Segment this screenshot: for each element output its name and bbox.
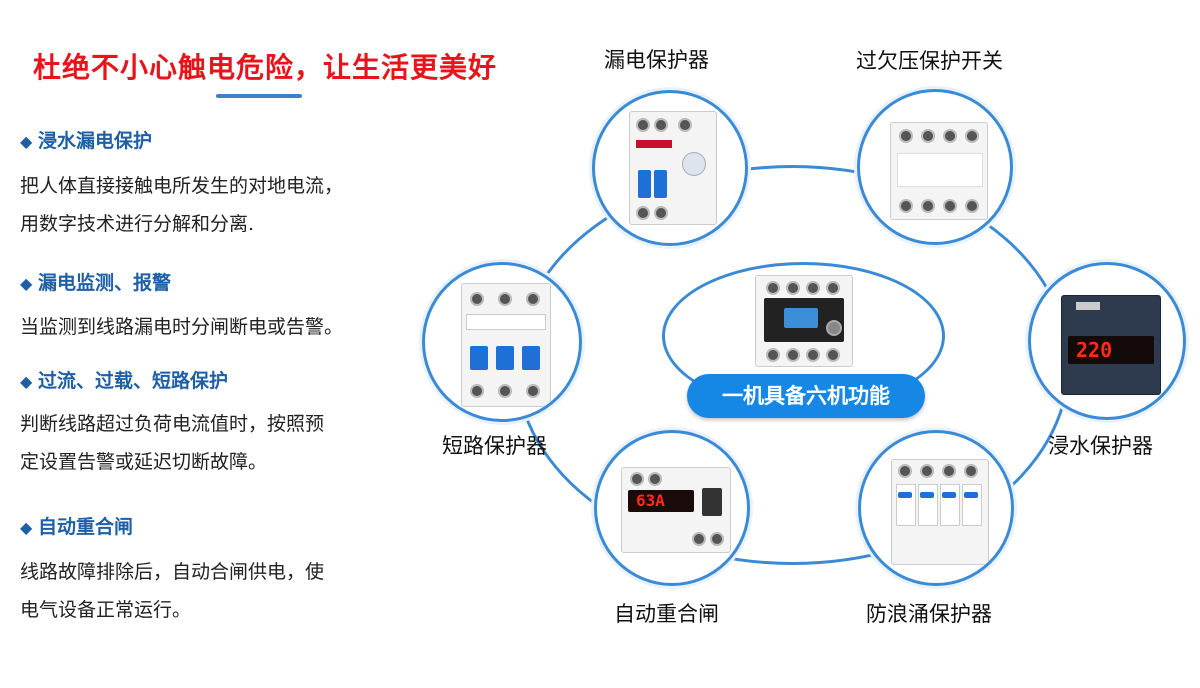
label-voltage-protection-switch: 过欠压保护开关 — [856, 49, 1003, 73]
section-body-auto-reclose: 线路故障排除后，自动合闸供电，使 电气设备正常运行。 — [20, 561, 325, 621]
node-leakage-protector — [592, 90, 748, 246]
label-surge-protector: 防浪涌保护器 — [866, 602, 992, 626]
diamond-bullet-icon: ◆ — [20, 274, 33, 293]
section-body-water-leak: 把人体直接接触电所发生的对地电流， 用数字技术进行分解和分离. — [20, 175, 344, 235]
section-heading-water-leak: ◆浸水漏电保护 — [20, 130, 153, 152]
short-circuit-breaker-image — [461, 283, 551, 407]
water-protector-image: 220 — [1061, 295, 1161, 395]
six-in-one-badge: 一机具备六机功能 — [687, 374, 925, 418]
water-protector-display: 220 — [1076, 338, 1113, 362]
diamond-bullet-icon: ◆ — [20, 372, 33, 391]
section-heading-auto-reclose: ◆自动重合闸 — [20, 516, 134, 538]
auto-recloser-image: 63A — [621, 467, 731, 553]
node-auto-recloser: 63A — [594, 430, 750, 586]
label-short-circuit-protector: 短路保护器 — [442, 434, 547, 458]
label-water-protector: 浸水保护器 — [1048, 434, 1153, 458]
label-auto-recloser: 自动重合闸 — [614, 602, 719, 626]
leakage-breaker-image — [629, 111, 717, 225]
diamond-bullet-icon: ◆ — [20, 132, 33, 151]
multifunction-device-image — [755, 275, 853, 367]
section-heading-overcurrent: ◆过流、过载、短路保护 — [20, 370, 229, 392]
section-body-overcurrent: 判断线路超过负荷电流值时，按照预 定设置告警或延迟切断故障。 — [20, 413, 325, 473]
node-short-circuit-protector — [422, 262, 582, 422]
auto-recloser-display: 63A — [636, 491, 665, 510]
surge-protector-image — [891, 459, 989, 565]
title-underline — [216, 94, 302, 98]
section-heading-leak-monitor: ◆漏电监测、报警 — [20, 272, 172, 294]
node-surge-protector — [858, 430, 1014, 586]
node-water-protector: 220 — [1028, 262, 1186, 420]
label-leakage-protector: 漏电保护器 — [604, 48, 709, 72]
page-title: 杜绝不小心触电危险，让生活更美好 — [33, 51, 498, 84]
section-body-leak-monitor: 当监测到线路漏电时分闸断电或告警。 — [20, 316, 344, 338]
node-voltage-protection-switch — [857, 89, 1013, 245]
diamond-bullet-icon: ◆ — [20, 518, 33, 537]
voltage-switch-image — [890, 122, 988, 220]
